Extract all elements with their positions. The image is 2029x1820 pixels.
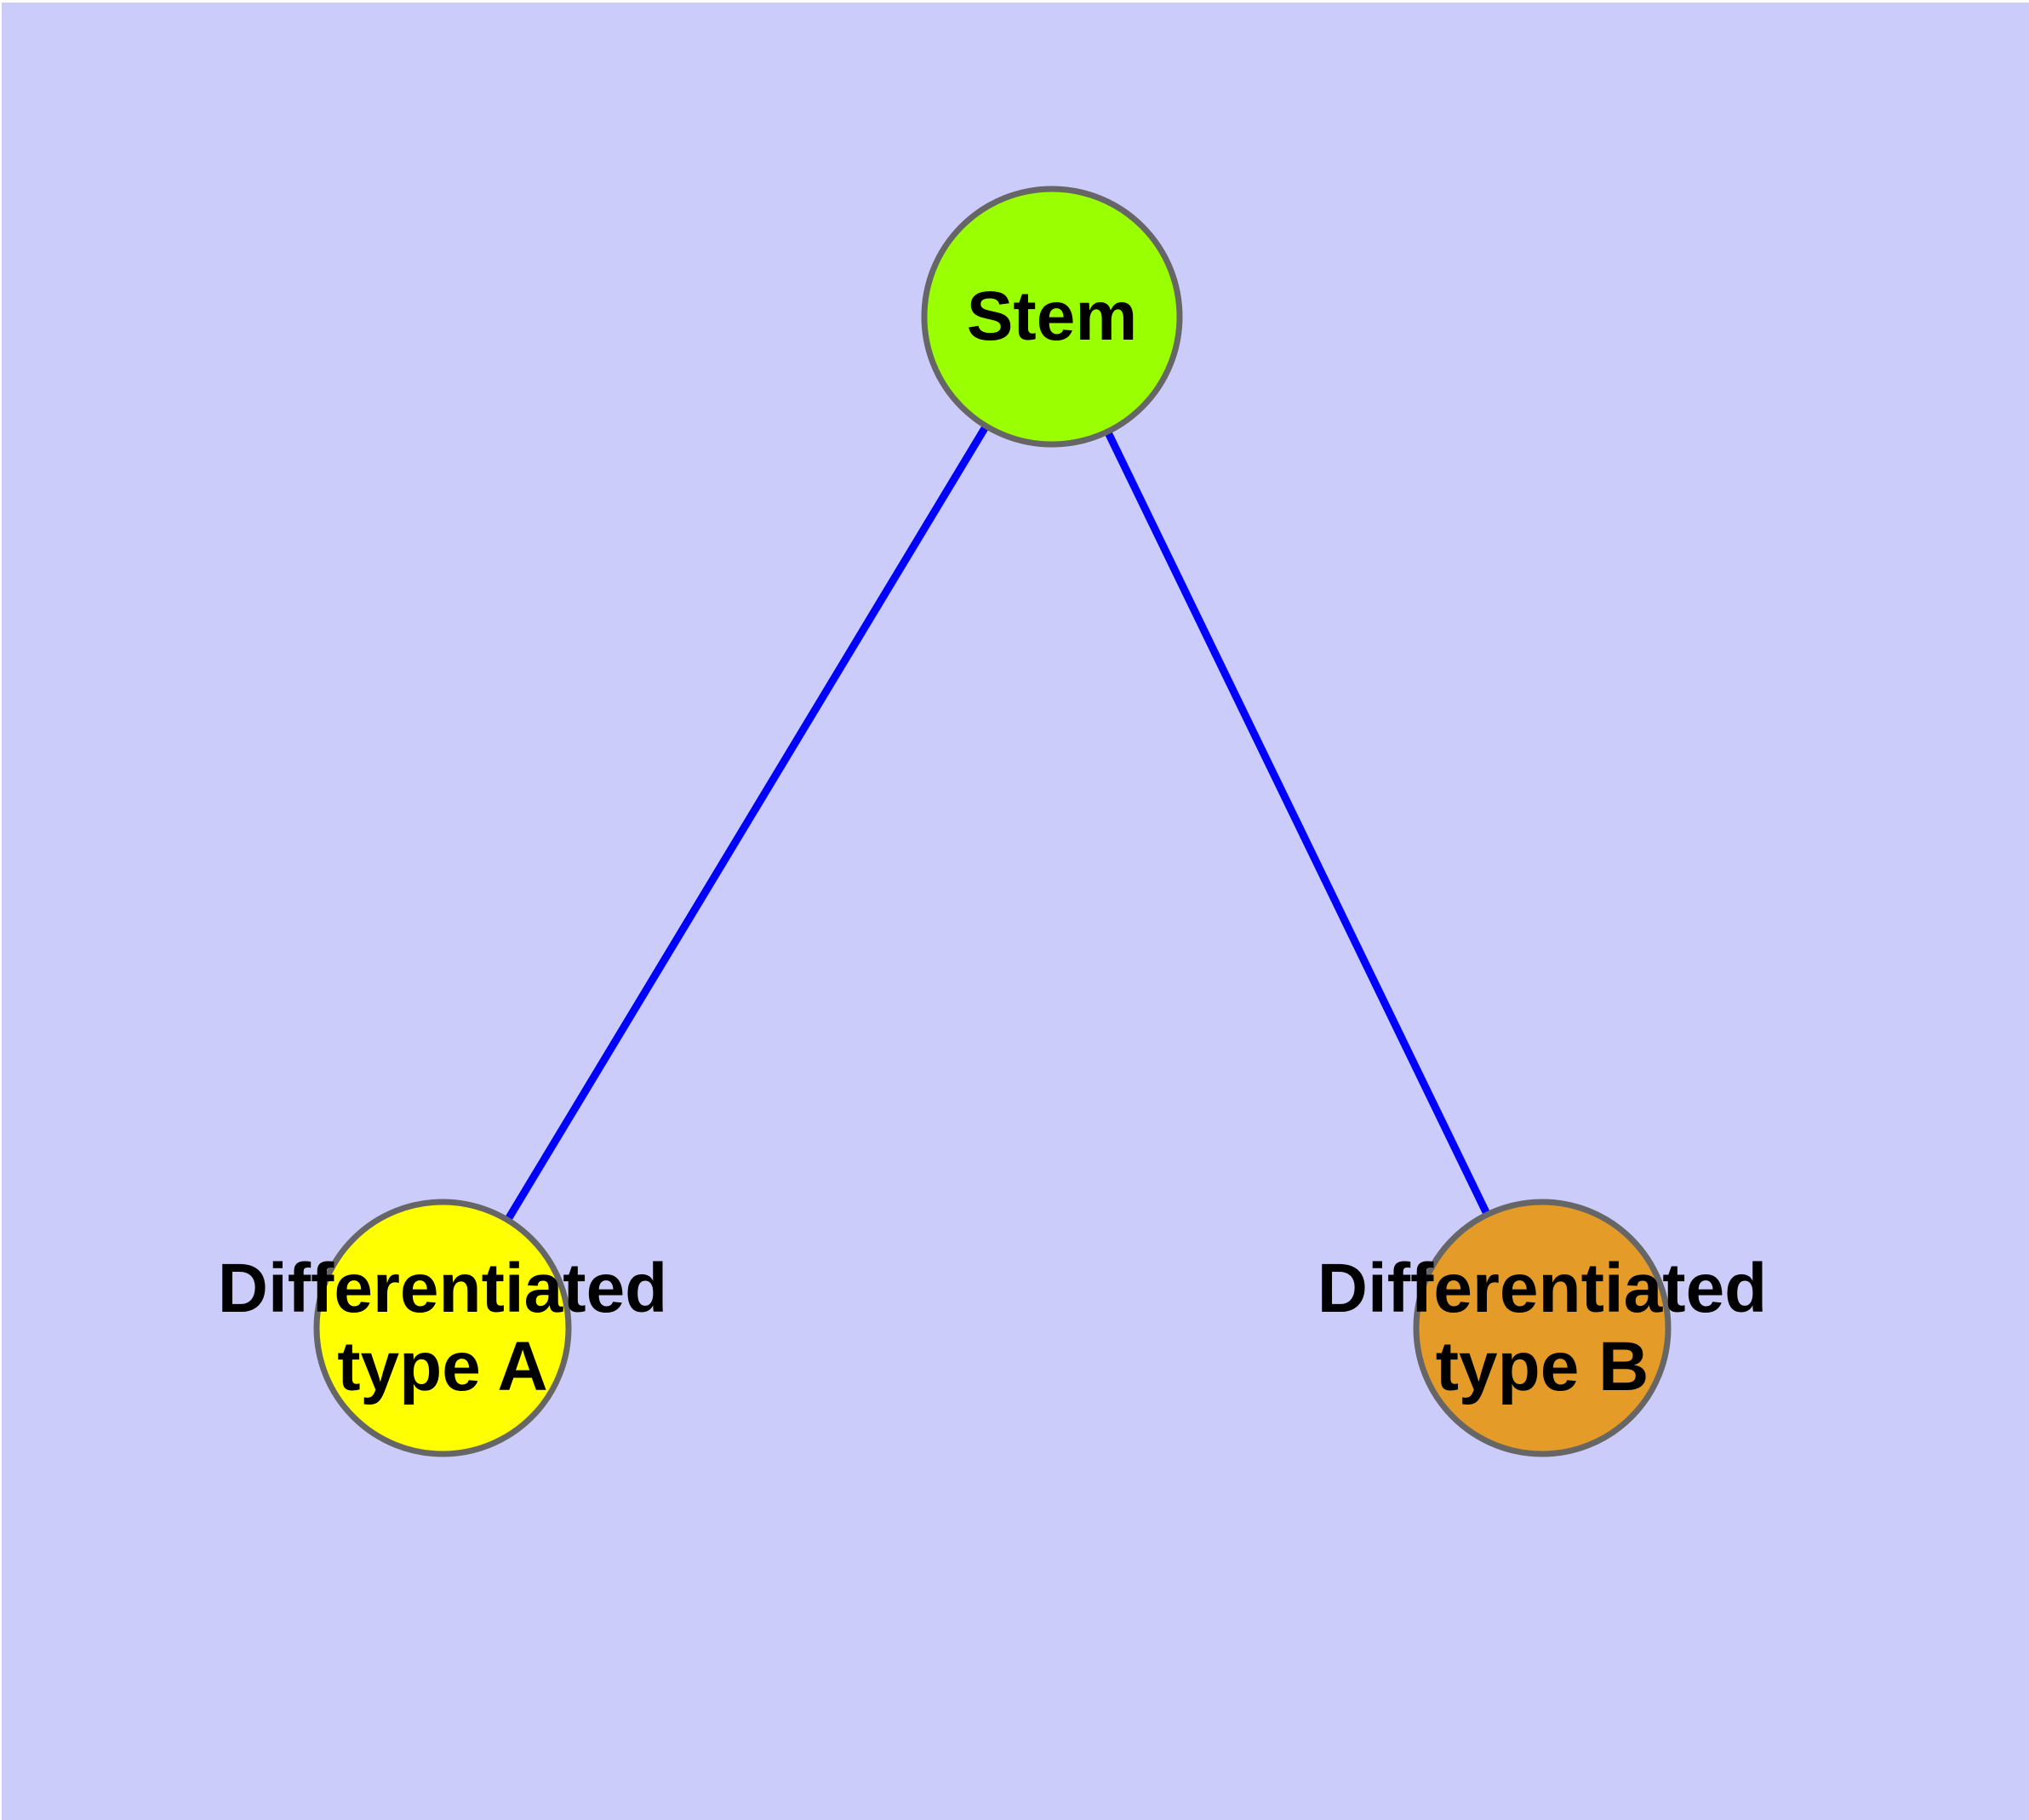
edges-layer: [502, 421, 1493, 1225]
node-stem[interactable]: [921, 186, 1183, 448]
edge-stem-to-diff_b[interactable]: [1102, 426, 1493, 1220]
edge-stem-to-diff_a[interactable]: [502, 421, 992, 1225]
node-diff_b[interactable]: [1413, 1199, 1672, 1457]
nodes-layer: [313, 186, 1672, 1457]
node-diff_a[interactable]: [313, 1199, 572, 1457]
